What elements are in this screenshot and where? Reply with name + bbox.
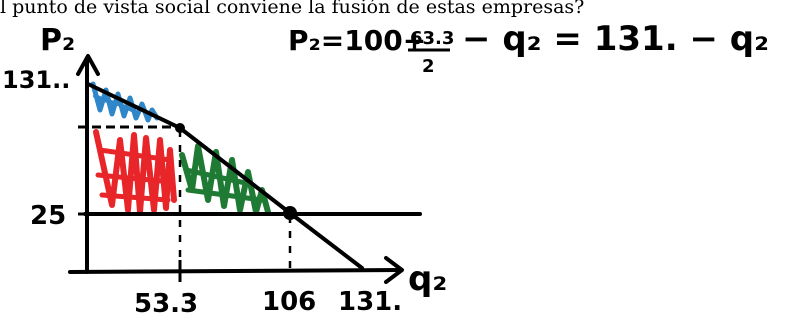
x-axis-arrow-icon [384,256,404,284]
axes [68,54,404,284]
producer-surplus-shading [93,129,177,215]
equation-fraction-denominator: 2 [422,56,435,77]
x-axis-label: q₂ [408,259,447,299]
competitive-equilibrium-point [283,206,297,220]
x-tick-label-106: 106 [262,287,316,317]
y-axis-label: P₂ [40,23,75,58]
x-axis [68,268,402,274]
question-text: l punto de vista social conviene la fusi… [0,0,585,18]
demand-curve [86,82,364,270]
deadweight-loss-shading [179,143,271,215]
y-tick-label-25: 25 [30,201,66,231]
y-axis-arrow-icon [76,54,100,76]
demand-equation: P₂=100+ 63.3 2 − q₂ = 131. − q₂ [288,19,769,77]
x-tick-label-131: 131. [338,287,402,317]
x-tick-label-53: 53.3 [134,289,198,319]
equation-lhs: P₂=100+ [288,24,426,57]
equation-fraction-numerator: 63.3 [410,28,454,49]
monopoly-equilibrium-point [175,123,185,133]
equation-rhs: − q₂ = 131. − q₂ [462,19,769,59]
y-tick-label-131: 131.. [2,66,70,94]
